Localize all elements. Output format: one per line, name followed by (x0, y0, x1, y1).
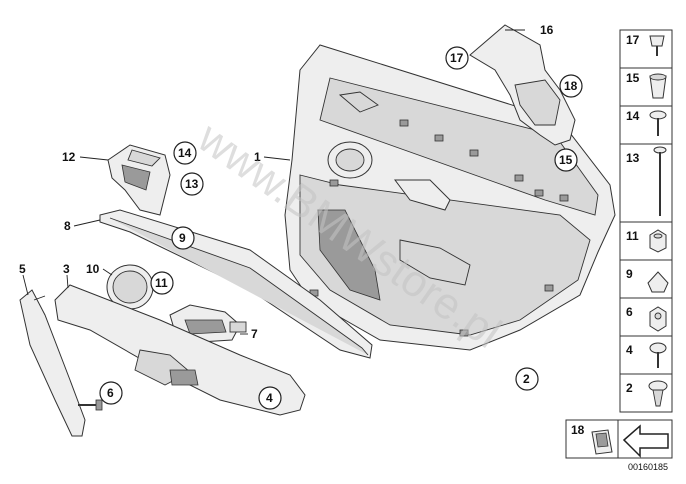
leader-lines (22, 29, 525, 335)
screw-4-icon (649, 342, 667, 368)
legend-label-15: 15 (626, 71, 640, 85)
vertical-trim (19, 289, 86, 437)
mounting-bracket (469, 24, 576, 146)
switch-housing (107, 144, 171, 216)
circled-label-13: 13 (180, 172, 204, 196)
legend-label-13: 13 (626, 151, 640, 165)
legend-label-4: 4 (626, 343, 633, 357)
legend-label-18: 18 (571, 423, 585, 437)
svg-text:9: 9 (179, 231, 186, 245)
clip-17-icon (649, 35, 665, 56)
reference-number: 00160185 (628, 462, 668, 472)
rivet-2-icon (648, 380, 668, 407)
svg-text:4: 4 (266, 391, 273, 405)
svg-text:15: 15 (559, 153, 573, 167)
direction-arrow-icon (622, 424, 669, 458)
clip-9-icon (647, 271, 669, 293)
svg-text:6: 6 (107, 386, 114, 400)
nut-6-icon (649, 306, 667, 332)
circled-label-18: 18 (559, 74, 583, 98)
legend-label-9: 9 (626, 267, 633, 281)
label-8: 8 (64, 219, 71, 233)
label-5: 5 (19, 262, 26, 276)
circled-label-17: 17 (445, 46, 469, 70)
legend-label-2: 2 (626, 381, 633, 395)
armrest-trim (54, 284, 306, 416)
circled-label-6: 6 (99, 381, 123, 405)
circled-label-2: 2 (515, 367, 539, 391)
label-3: 3 (63, 262, 70, 276)
svg-text:17: 17 (450, 51, 464, 65)
panel-clip-markers (309, 119, 569, 337)
svg-text:14: 14 (178, 146, 192, 160)
svg-text:18: 18 (564, 79, 578, 93)
clip-18-icon (591, 429, 613, 455)
label-1: 1 (254, 150, 261, 164)
circled-label-14: 14 (173, 141, 197, 165)
nut-15-icon (649, 73, 667, 99)
legend-label-11: 11 (626, 229, 639, 243)
label-7: 7 (251, 327, 258, 341)
svg-text:2: 2 (523, 372, 530, 386)
svg-text:11: 11 (155, 276, 168, 290)
circled-label-11: 11 (150, 271, 174, 295)
circled-label-4: 4 (258, 386, 282, 410)
label-16: 16 (540, 23, 554, 37)
circled-label-9: 9 (171, 226, 195, 250)
svg-text:13: 13 (185, 177, 199, 191)
screw-part (78, 399, 103, 411)
legend-label-17: 17 (626, 33, 640, 47)
nut-11-icon (649, 229, 667, 253)
speaker-cover (106, 264, 154, 310)
circled-label-15: 15 (554, 148, 578, 172)
legend-label-14: 14 (626, 109, 640, 123)
screw-14-icon (649, 110, 667, 136)
label-12: 12 (62, 150, 76, 164)
legend-label-6: 6 (626, 305, 633, 319)
label-10: 10 (86, 262, 100, 276)
long-screw-13-icon (653, 146, 667, 216)
